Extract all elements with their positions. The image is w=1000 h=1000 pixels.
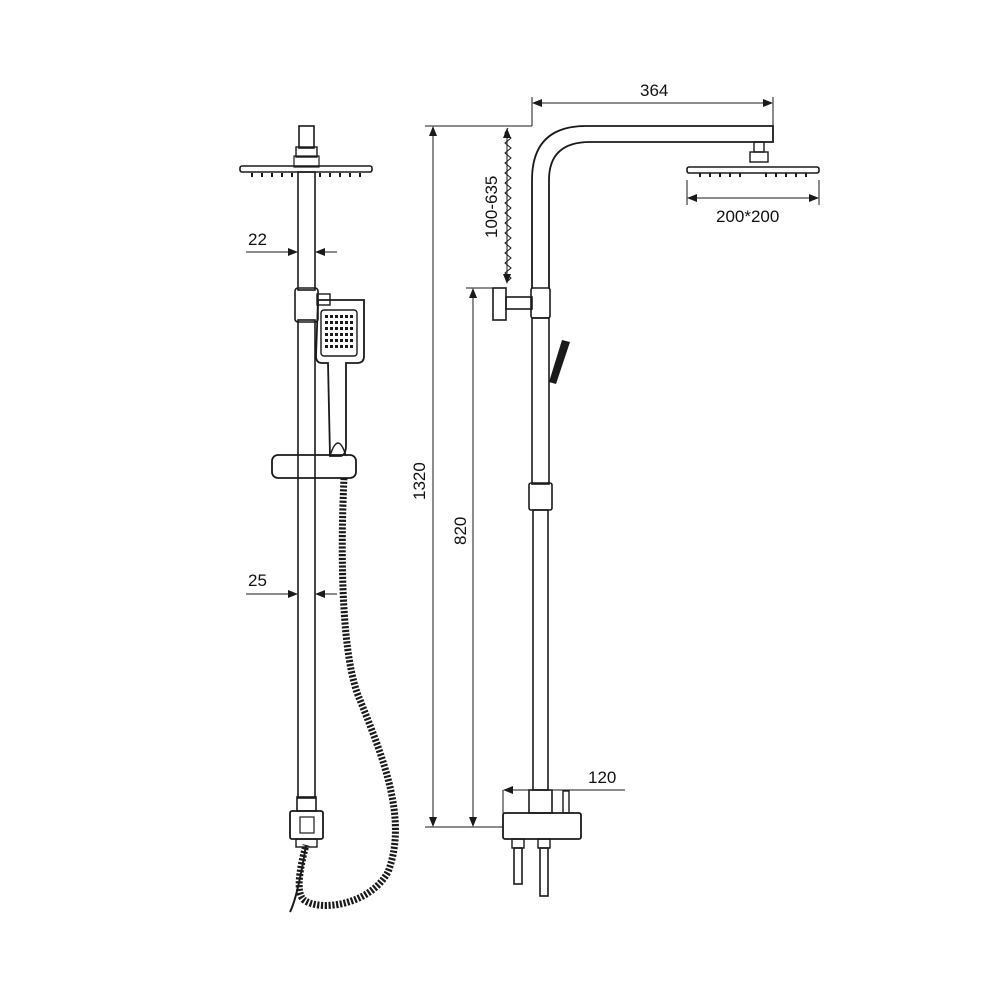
dim-22: 22 — [246, 230, 337, 256]
dim-200x200-label: 200*200 — [716, 207, 779, 226]
dim-200x200: 200*200 — [686, 180, 820, 226]
top-connector — [298, 125, 315, 149]
flex-hose — [295, 477, 399, 909]
dim-820-label: 820 — [451, 517, 470, 545]
dim-25: 25 — [246, 571, 337, 598]
wall-line — [504, 127, 512, 282]
rain-head-side — [686, 141, 820, 177]
slide-holder — [271, 454, 357, 479]
dim-364: 364 — [531, 81, 774, 126]
mixer-valve — [502, 789, 582, 897]
dim-364-label: 364 — [640, 81, 668, 100]
dim-22-label: 22 — [248, 230, 267, 249]
hand-shower-side — [549, 340, 570, 384]
hose-connector — [296, 796, 317, 812]
dim-100-635: 100-635 — [482, 128, 511, 284]
dim-25-label: 25 — [248, 571, 267, 590]
lower-riser — [297, 319, 316, 799]
dim-120: 120 — [502, 768, 625, 813]
rain-head-front — [239, 155, 373, 177]
pipe-joint — [294, 287, 319, 323]
dim-100-635-label: 100-635 — [482, 176, 501, 238]
dim-820: 820 — [451, 287, 493, 827]
dim-120-label: 120 — [588, 768, 616, 787]
hand-shower-front — [315, 299, 365, 457]
side-view: 364 200*200 1320 820 100-635 — [410, 81, 820, 897]
upper-pipe — [297, 171, 316, 291]
front-view: 22 25 — [239, 125, 399, 913]
dim-1320: 1320 — [410, 125, 532, 828]
wall-bracket — [492, 287, 533, 321]
dim-1320-label: 1320 — [410, 462, 429, 500]
